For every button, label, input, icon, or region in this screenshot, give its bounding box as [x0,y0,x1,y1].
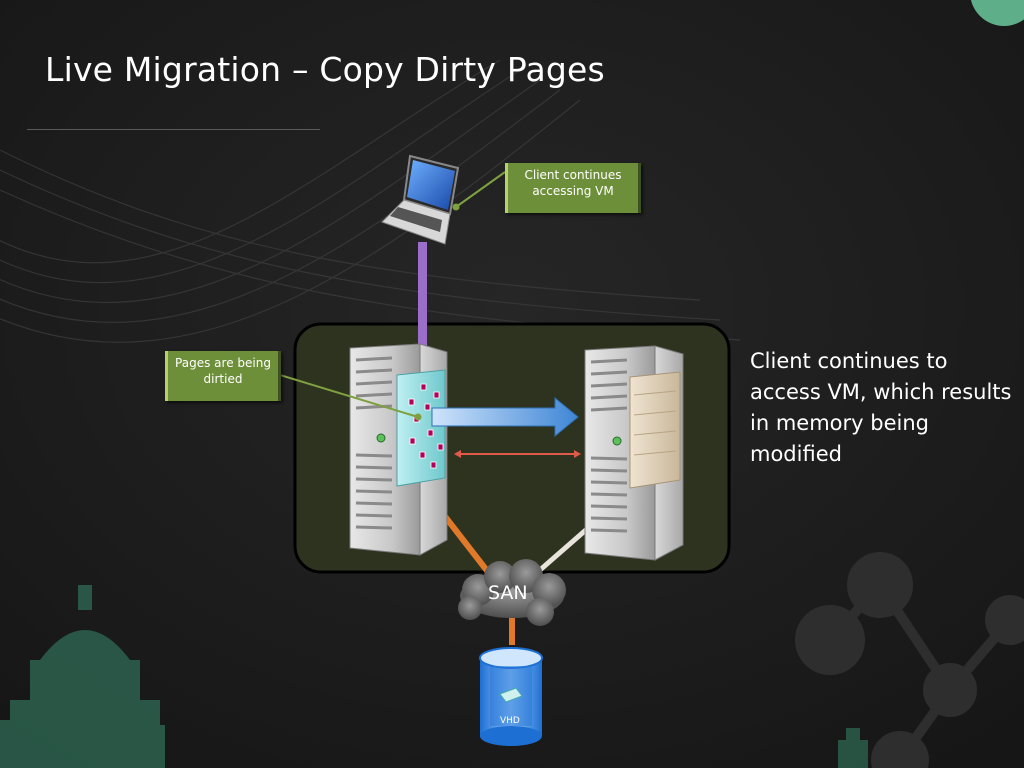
san-cloud-icon [458,559,566,626]
client-link [418,242,427,374]
dirty-page-arrow [454,450,581,458]
pages-callout-line2: dirtied [203,372,243,386]
building-silhouette [0,585,165,768]
slide-title: Live Migration – Copy Dirty Pages [45,50,605,89]
title-divider [27,129,320,130]
corner-circle [970,0,1024,26]
client-callout-anchor [452,203,460,211]
source-server [349,343,448,556]
destination-server [584,345,684,561]
vhd-storage-icon [479,647,543,746]
client-callout-connector [455,171,506,208]
pages-callout-anchor [414,413,422,421]
laptop-icon [381,154,460,245]
side-description: Client continues to access VM, which res… [750,349,1012,466]
pages-callout-line1: Pages are being [175,356,271,370]
source-san-link [437,508,491,574]
building-silhouette-right [838,728,868,768]
memory-copy-arrow [431,396,579,438]
pages-callout: Pages are being dirtied [165,351,281,401]
client-callout: Client continues accessing VM [505,163,641,213]
vhd-label: VHD [500,716,520,726]
san-label: SAN [488,582,528,604]
client-callout-line2: accessing VM [532,184,614,198]
decorative-swoosh [0,59,741,343]
molecule-decoration [795,552,1024,768]
client-callout-line1: Client continues [524,168,622,182]
pages-callout-connector [279,374,419,418]
